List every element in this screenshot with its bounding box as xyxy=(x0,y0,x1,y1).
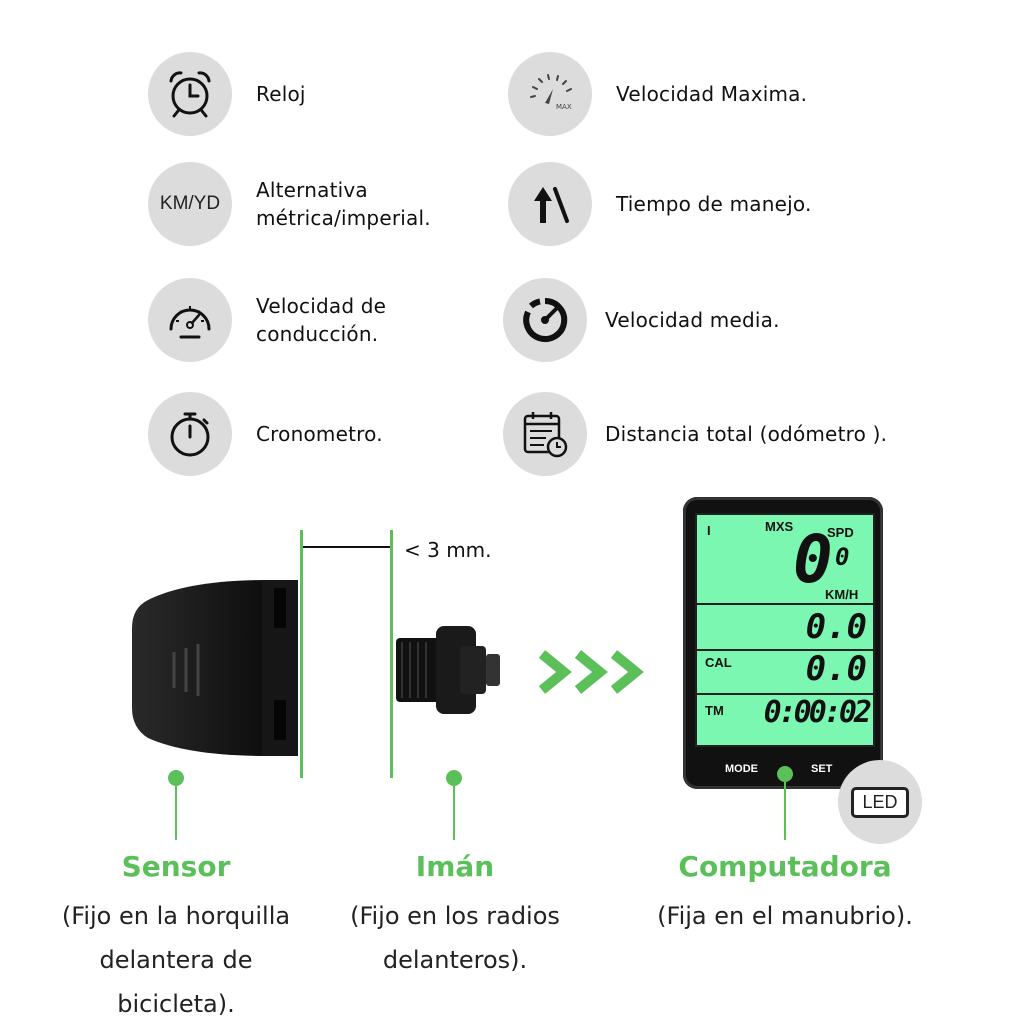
feature-label: Velocidad Maxima. xyxy=(616,82,808,106)
computer-callout-line xyxy=(784,782,786,840)
km-yd-icon: KM/YD xyxy=(148,162,232,246)
set-button[interactable]: SET xyxy=(811,763,833,775)
indicator-label: I xyxy=(707,523,711,538)
sensor-gap-line xyxy=(300,530,303,778)
mxs-label: MXS xyxy=(765,519,794,534)
magnet-device xyxy=(396,626,500,714)
feature-max-speed: MAX Velocidad Maxima. xyxy=(508,52,807,136)
row-divider xyxy=(697,603,873,605)
gap-measure-line xyxy=(303,546,390,548)
cal-label: CAL xyxy=(705,655,732,670)
magnet-callout-dot xyxy=(446,770,462,786)
row-divider xyxy=(697,693,873,695)
feature-label: Cronometro. xyxy=(256,422,383,446)
magnet-title: Imán xyxy=(415,850,495,883)
led-icon: LED xyxy=(851,786,909,818)
stopwatch-icon xyxy=(148,392,232,476)
row2-value: 0.0 xyxy=(805,607,867,647)
feature-stopwatch: Cronometro. xyxy=(148,392,383,476)
calendar-clock-icon xyxy=(503,392,587,476)
computer-description: (Fija en el manubrio). xyxy=(657,902,913,930)
feature-odometer: Distancia total (odómetro ). xyxy=(503,392,887,476)
average-speed-icon xyxy=(503,278,587,362)
speed-big-digit: 0 xyxy=(793,521,833,598)
feature-label: Velocidad media. xyxy=(605,308,780,332)
lcd-screen: I MXS SPD 0 0 KM/H 0.0 CAL 0.0 TM 0:00:0… xyxy=(695,513,875,747)
computer-title: Computadora xyxy=(678,850,892,883)
direction-arrows-icon xyxy=(538,650,644,694)
feature-units: KM/YD Alternativa métrica/imperial. xyxy=(148,162,431,246)
bike-computer: I MXS SPD 0 0 KM/H 0.0 CAL 0.0 TM 0:00:0… xyxy=(683,497,883,789)
tm-value: 0:00:02 xyxy=(763,695,872,730)
sensor-callout-dot xyxy=(168,770,184,786)
max-text: MAX xyxy=(556,103,572,111)
feature-label: Distancia total (odómetro ). xyxy=(605,422,888,446)
alarm-clock-icon xyxy=(148,52,232,136)
max-speed-gauge-icon: MAX xyxy=(508,52,592,136)
feature-label: Alternativa métrica/imperial. xyxy=(256,178,431,230)
feature-label: Tiempo de manejo. xyxy=(616,192,812,216)
magnet-gap-line xyxy=(390,530,393,778)
feature-speed: Velocidad de conducción. xyxy=(148,278,386,362)
sensor-device xyxy=(132,580,298,756)
magnet-description: (Fijo en los radios delanteros). xyxy=(350,902,560,974)
cal-value: 0.0 xyxy=(805,649,867,689)
led-badge: LED xyxy=(838,760,922,844)
sensor-callout-line xyxy=(175,786,177,840)
spd-label: SPD xyxy=(827,525,854,540)
sensor-description: (Fijo en la horquilla delantera de bicic… xyxy=(61,902,291,1018)
magnet-callout-line xyxy=(453,786,455,840)
km-yd-text: KM/YD xyxy=(159,193,221,214)
mode-button[interactable]: MODE xyxy=(725,763,758,775)
feature-label: Velocidad de conducción. xyxy=(256,294,387,346)
feature-riding-time: Tiempo de manejo. xyxy=(508,162,812,246)
speed-small-digit: 0 xyxy=(835,543,850,571)
row-divider xyxy=(697,649,873,651)
riding-time-arrow-icon xyxy=(508,162,592,246)
sensor-title: Sensor xyxy=(121,850,231,883)
speedometer-icon xyxy=(148,278,232,362)
feature-average-speed: Velocidad media. xyxy=(503,278,780,362)
tm-label: TM xyxy=(705,703,724,718)
unit-label: KM/H xyxy=(825,587,859,602)
gap-label: < 3 mm. xyxy=(404,538,492,562)
feature-label: Reloj xyxy=(256,82,306,106)
computer-callout-dot xyxy=(777,766,793,782)
feature-clock: Reloj xyxy=(148,52,306,136)
